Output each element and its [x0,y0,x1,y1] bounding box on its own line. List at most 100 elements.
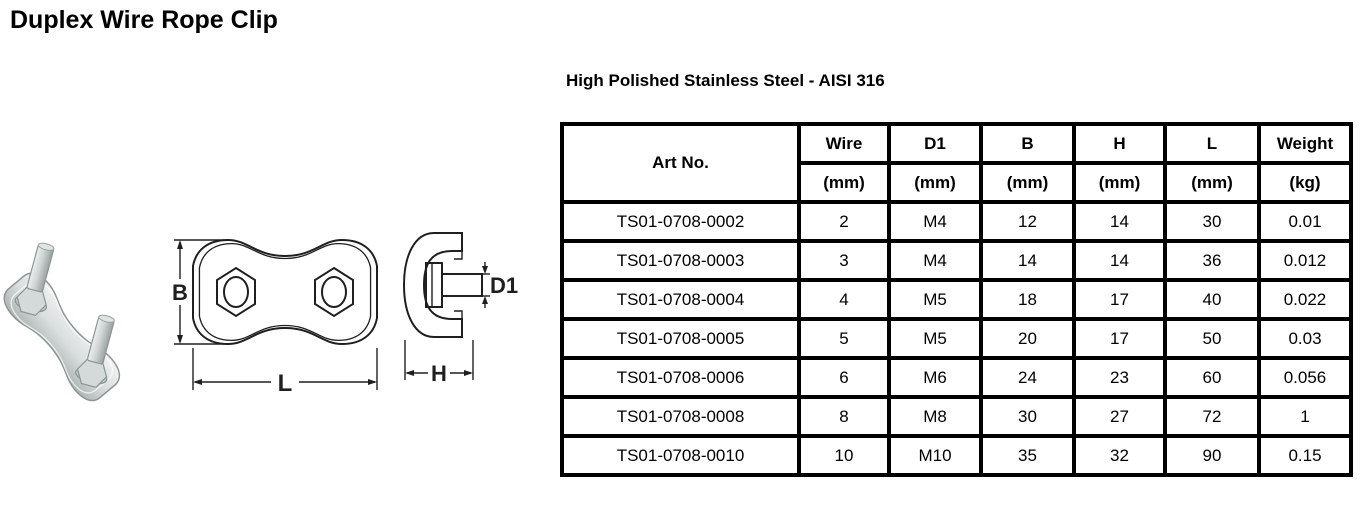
cell-wire: 2 [797,200,891,243]
front-view-outline [192,238,378,346]
table-row: TS01-0708-0006 6 M6 24 23 60 0.056 [560,356,1353,399]
cell-l: 90 [1163,434,1261,477]
cell-art-no: TS01-0708-0010 [560,434,801,477]
clip-bolt [14,242,55,317]
cell-weight: 1 [1257,395,1353,438]
cell-b: 18 [979,278,1076,321]
cell-l: 60 [1163,356,1261,399]
cell-h: 23 [1072,356,1167,399]
hex-nut-outline [216,266,256,318]
clip-body-highlight [10,280,114,394]
cell-d1: M8 [887,395,983,438]
arrowhead-up [482,296,488,304]
side-view-outline [402,232,463,338]
table-row: TS01-0708-0002 2 M4 12 14 30 0.01 [560,200,1353,243]
cell-h: 14 [1072,200,1167,243]
clip-photo-group [3,242,121,402]
arrowhead-right [368,379,377,385]
cell-l: 36 [1163,239,1261,282]
cell-weight: 0.012 [1257,239,1353,282]
col-header-wire: Wire [797,122,891,165]
cell-wire: 3 [797,239,891,282]
cell-h: 17 [1072,317,1167,360]
dim-label-d1: D1 [490,273,518,298]
cell-d1: M5 [887,317,983,360]
wire-hole [223,276,249,308]
cell-d1: M4 [887,200,983,243]
cell-art-no: TS01-0708-0006 [560,356,801,399]
cell-h: 17 [1072,278,1167,321]
cell-art-no: TS01-0708-0003 [560,239,801,282]
cell-h: 32 [1072,434,1167,477]
cell-h: 14 [1072,239,1167,282]
tip-lip [454,310,463,319]
cell-weight: 0.056 [1257,356,1353,399]
arrowhead-down [482,266,488,274]
arrowhead-down [177,335,183,344]
product-photo [3,242,121,402]
bolt-head [425,262,443,308]
clip-bolt [75,314,115,389]
header-row-labels: Art No. Wire D1 B H L Weight [560,122,1353,204]
cell-l: 72 [1163,395,1261,438]
cell-h: 27 [1072,395,1167,438]
cell-d1: M4 [887,239,983,282]
col-header-b: B [979,122,1076,165]
col-header-l: L [1163,122,1261,165]
product-subtitle: High Polished Stainless Steel - AISI 316 [566,71,885,90]
label-mask [169,279,191,305]
page-title: Duplex Wire Rope Clip [10,6,278,34]
cell-d1: M5 [887,278,983,321]
bolt-shaft [441,273,483,297]
cell-wire: 8 [797,395,891,438]
dim-label-b: B [172,280,188,305]
col-unit-l: (mm) [1163,161,1261,204]
cell-l: 30 [1163,200,1261,243]
dim-label-h: H [431,361,447,386]
side-view-drawing: D1 H [402,232,518,386]
col-unit-h: (mm) [1072,161,1167,204]
cell-b: 30 [979,395,1076,438]
col-header-d1: D1 [887,122,983,165]
bolt-tip [37,242,55,251]
cell-b: 14 [979,239,1076,282]
cell-b: 12 [979,200,1076,243]
cell-wire: 5 [797,317,891,360]
col-unit-b: (mm) [979,161,1076,204]
cell-d1: M10 [887,434,983,477]
col-header-art-no: Art No. [560,122,801,204]
cell-weight: 0.01 [1257,200,1353,243]
cell-b: 35 [979,434,1076,477]
table-row: TS01-0708-0004 4 M5 18 17 40 0.022 [560,278,1353,321]
col-header-h: H [1072,122,1167,165]
table-row: TS01-0708-0005 5 M5 20 17 50 0.03 [560,317,1353,360]
tip-lip [454,251,463,260]
wire-hole [321,276,347,308]
cell-wire: 10 [797,434,891,477]
arrowhead-up [177,240,183,249]
cell-art-no: TS01-0708-0008 [560,395,801,438]
cell-wire: 4 [797,278,891,321]
col-unit-wire: (mm) [797,161,891,204]
front-view-drawing: B L [169,238,378,397]
hex-nut-outline [314,266,354,318]
cell-weight: 0.03 [1257,317,1353,360]
cell-d1: M6 [887,356,983,399]
table-row: TS01-0708-0010 10 M10 35 32 90 0.15 [560,434,1353,477]
col-unit-d1: (mm) [887,161,983,204]
spec-table: Art No. Wire D1 B H L Weight (mm) (mm) (… [560,122,1353,477]
header-row-units: (mm) (mm) (mm) (mm) (mm) (kg) [562,161,1353,204]
cell-art-no: TS01-0708-0002 [560,200,801,243]
cell-wire: 6 [797,356,891,399]
table-row: TS01-0708-0003 3 M4 14 14 36 0.012 [560,239,1353,282]
table-row: TS01-0708-0008 8 M8 30 27 72 1 [560,395,1353,438]
cell-b: 24 [979,356,1076,399]
arrowhead-left [193,379,202,385]
front-view-inner-outline [198,242,372,342]
col-header-weight: Weight [1257,122,1353,165]
arrowhead-right [464,370,473,376]
cell-art-no: TS01-0708-0004 [560,278,801,321]
col-unit-weight: (kg) [1257,161,1353,204]
bolt-tip [98,314,115,323]
